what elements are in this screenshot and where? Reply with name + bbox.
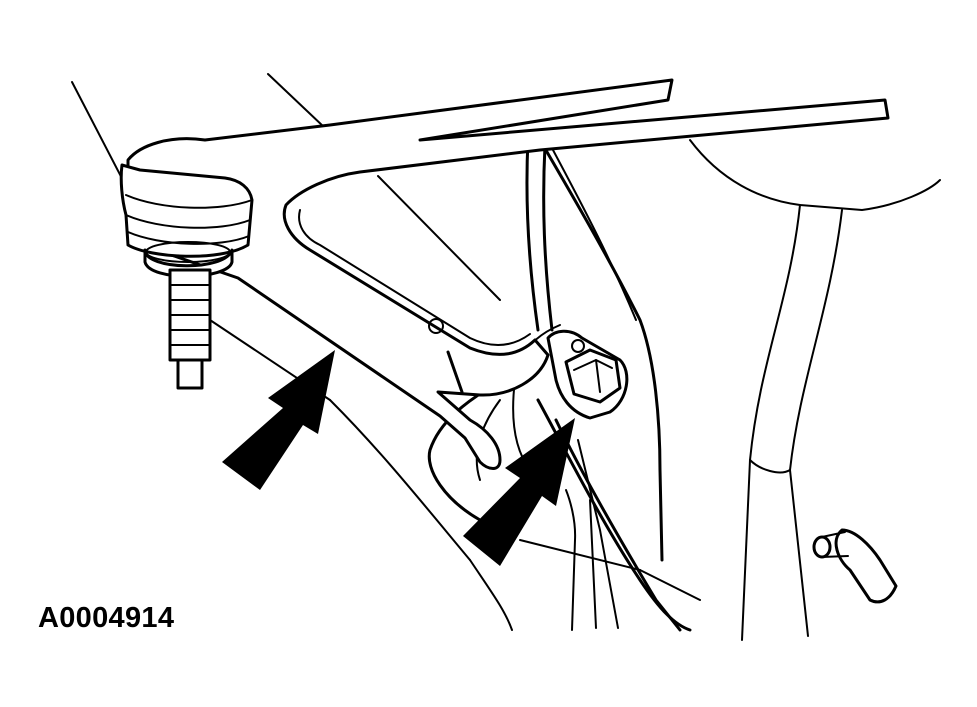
arrow-pivot-bolt: [463, 418, 575, 566]
bracket-fastener: [812, 528, 898, 604]
arrow-ball-joint-nut: [222, 350, 335, 490]
ball-joint-stud: [168, 268, 212, 390]
control-arm: [126, 78, 890, 470]
callout-arrows: [222, 350, 575, 566]
background-structure: [71, 73, 941, 641]
figure-id-label: A0004914: [38, 602, 175, 634]
pivot-bolt: [546, 329, 629, 420]
